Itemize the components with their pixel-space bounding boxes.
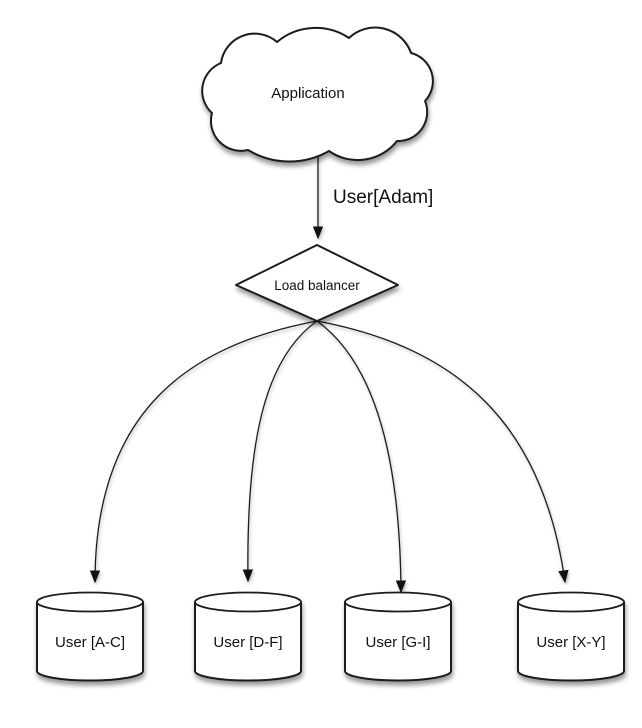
node-shard-xy: User [X-Y] (517, 591, 625, 682)
cylinder-shape (344, 602, 452, 682)
cylinder-top (344, 591, 452, 613)
node-application-label: Application (271, 85, 344, 102)
edges-layer (89, 153, 569, 594)
edge-label-user-adam: User[Adam] (333, 187, 433, 208)
edge-loadbalancer-to-shard-df (242, 320, 318, 583)
node-load-balancer-label: Load balancer (274, 278, 360, 293)
edge-loadbalancer-to-shard-xy (316, 320, 569, 584)
node-shard-xy-label: User [X-Y] (536, 634, 605, 651)
cylinder-top (36, 591, 144, 613)
node-shard-gi-label: User [G-I] (365, 634, 430, 651)
node-shard-df-label: User [D-F] (213, 634, 282, 651)
node-load-balancer: Load balancer (235, 244, 399, 322)
cylinder-shape (194, 602, 302, 682)
edge-loadbalancer-to-shard-ac (89, 320, 318, 584)
cylinder-shape (36, 602, 144, 682)
cylinder-top (517, 591, 625, 613)
node-shard-gi: User [G-I] (344, 591, 452, 682)
node-shard-ac-label: User [A-C] (55, 634, 125, 651)
edge-loadbalancer-to-shard-gi (316, 320, 407, 594)
node-shard-df: User [D-F] (194, 591, 302, 682)
cloud-shape (201, 26, 434, 163)
node-application: Application (201, 26, 434, 163)
diamond-shape (235, 244, 399, 322)
cylinder-top (194, 591, 302, 613)
cylinder-shape (517, 602, 625, 682)
node-shard-ac: User [A-C] (36, 591, 144, 682)
